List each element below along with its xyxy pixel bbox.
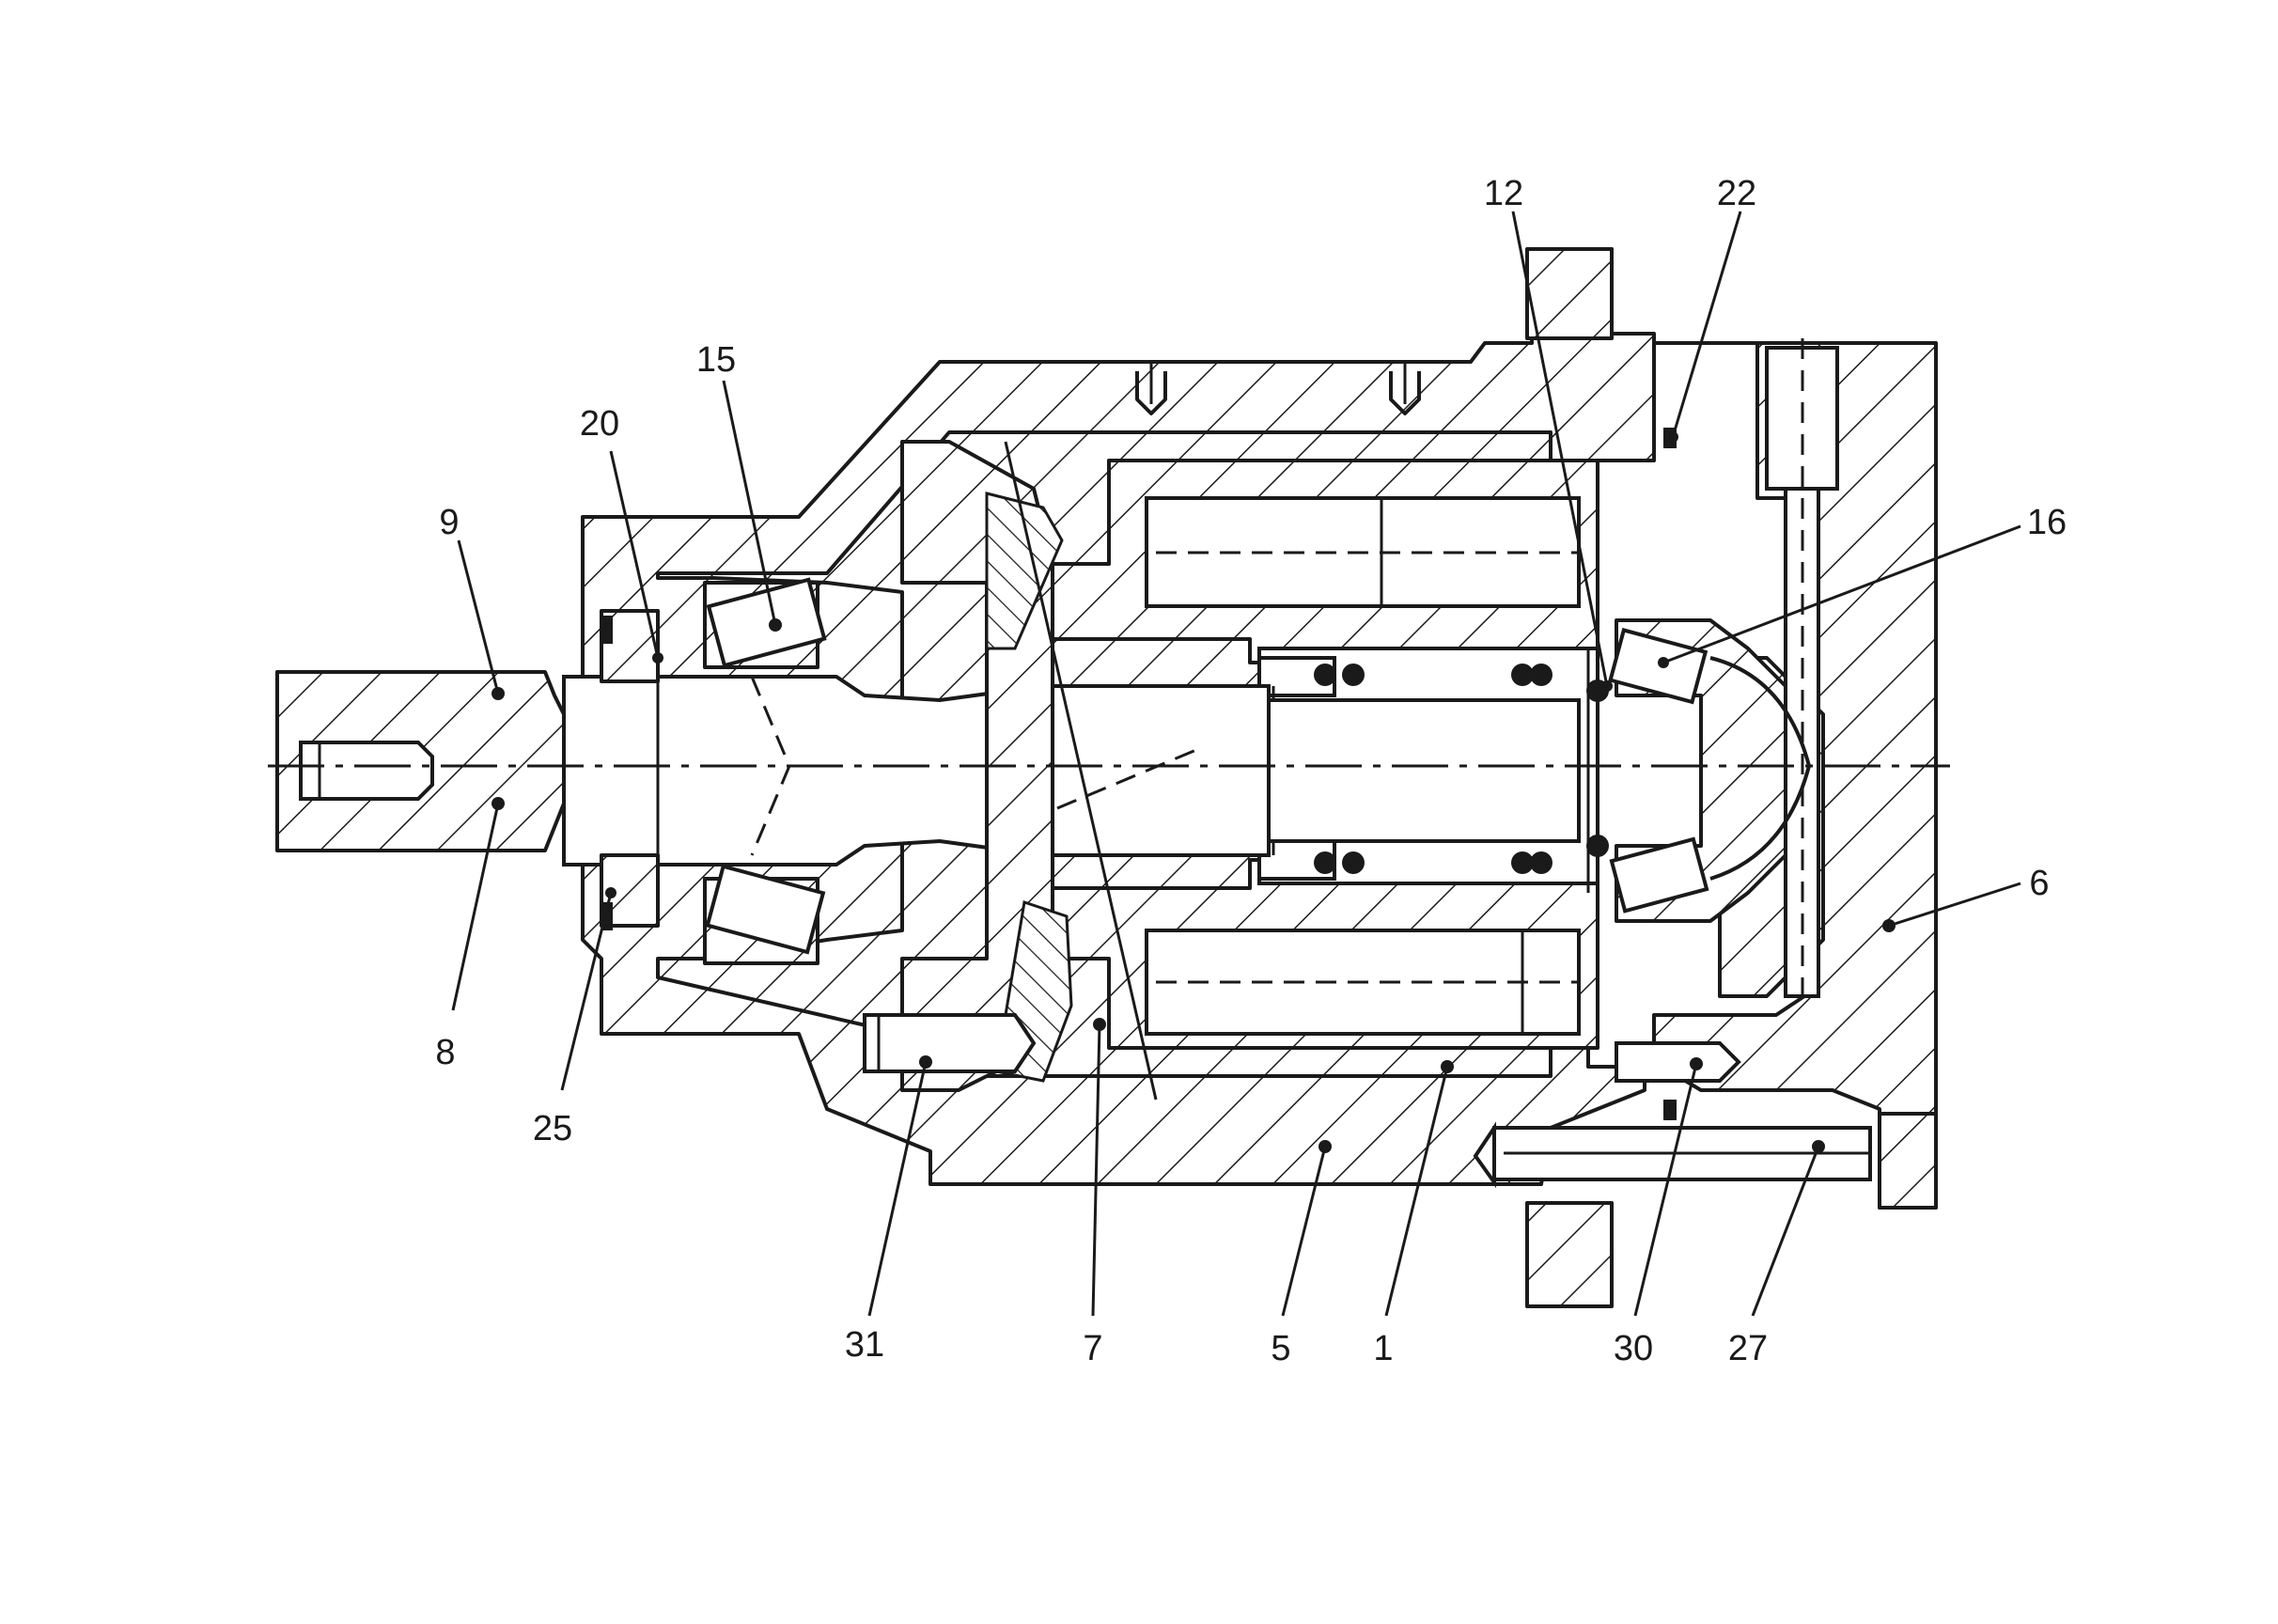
- front-bearing: [703, 577, 827, 965]
- swash-plate: [900, 440, 1158, 1101]
- callout-1: 1: [1373, 1329, 1393, 1368]
- callout-7: 7: [1083, 1329, 1102, 1368]
- end-cover: [1473, 338, 1938, 1210]
- callout-20: 20: [580, 404, 619, 444]
- callout-12: 12: [1484, 174, 1523, 213]
- callout-31: 31: [845, 1325, 884, 1365]
- small-components: [600, 609, 1741, 1083]
- callout-5: 5: [1271, 1329, 1290, 1368]
- callout-8: 8: [435, 1033, 455, 1072]
- callout-25: 25: [533, 1109, 572, 1148]
- leader-lines: [451, 211, 2021, 1317]
- callout-16: 16: [2027, 503, 2067, 542]
- callout-labels: 9 8 20 15 25 12 22 16 6 31 7 5 1 30 27: [435, 174, 2067, 1368]
- callout-30: 30: [1614, 1329, 1653, 1368]
- callout-22: 22: [1717, 174, 1756, 213]
- shaft-axis-dash: [1056, 745, 1204, 810]
- callout-9: 9: [439, 503, 459, 542]
- callout-6: 6: [2029, 864, 2049, 903]
- callout-15: 15: [696, 340, 736, 380]
- callout-27: 27: [1728, 1329, 1768, 1368]
